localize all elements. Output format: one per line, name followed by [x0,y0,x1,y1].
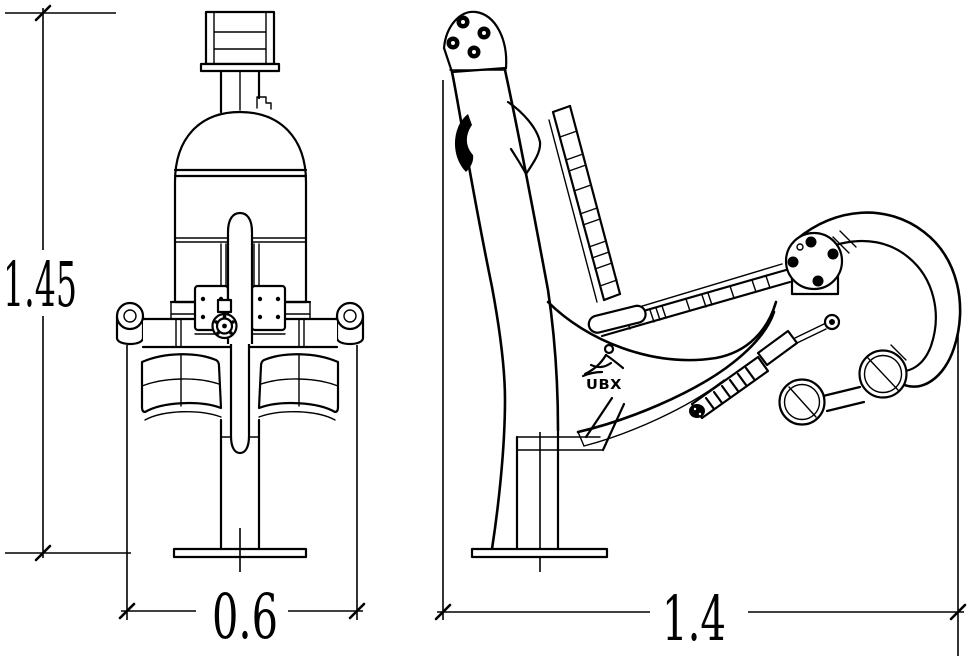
seat-side [587,263,792,338]
mount-plates-front [193,284,287,335]
support-beam-side [546,300,778,447]
post-side [442,10,560,551]
front-view [115,10,365,572]
foot-pads-front [140,353,340,421]
brand-logo-text: UBX [586,378,622,393]
seat-column-side [515,396,626,572]
brand-logo: UBX [581,343,625,393]
dimension-depth: 1.4 [434,80,967,656]
headrest-stem [219,69,272,114]
handle-hook-side [794,211,962,413]
backrest-side [548,104,622,303]
shock-absorber [689,313,841,420]
pivot-hub [784,231,844,296]
dimension-height: 1.45 [3,4,131,562]
headrest-bracket-flap [506,100,542,176]
headrest-front [199,10,281,73]
centre-column-front [219,211,261,551]
base-plate-side [470,547,609,559]
dimension-width-label: 0.6 [212,580,278,653]
adjuster-knob [211,298,238,340]
side-view: UBX [442,10,962,572]
hand-discs [778,349,908,426]
dimension-depth-label: 1.4 [662,582,726,655]
headrest-side-profile [454,114,474,172]
runner-logo-icon [581,343,625,378]
left-grip-cap [115,301,145,331]
handlebar-front [115,301,365,349]
dimension-width: 0.6 [118,345,366,653]
right-grip-cap [335,301,365,331]
dimension-height-label: 1.45 [3,248,77,321]
base-plate-front [172,528,308,572]
